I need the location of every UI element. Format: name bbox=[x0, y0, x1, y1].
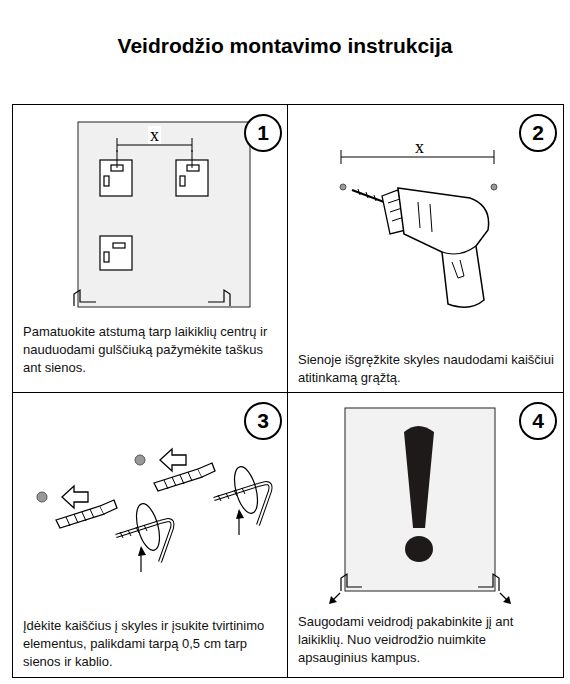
step-number-circle: 2 bbox=[519, 114, 557, 152]
step-instruction: Sienoje išgręžkite skyles naudodami kaiš… bbox=[298, 351, 554, 387]
dimension-label: x bbox=[148, 126, 161, 144]
step-number-circle: 1 bbox=[244, 114, 282, 152]
step-number-circle: 4 bbox=[519, 402, 557, 440]
step-number: 4 bbox=[532, 409, 544, 433]
step-panel: Pamatuokite atstumą tarp laikiklių centr… bbox=[12, 104, 288, 393]
page-title: Veidrodžio montavimo instrukcija bbox=[0, 34, 570, 58]
step-instruction: Saugodami veidrodį pakabinkite jį ant la… bbox=[298, 613, 554, 667]
step-instruction: Įdėkite kaiščius į skyles ir įsukite tvi… bbox=[23, 617, 285, 671]
step-number: 2 bbox=[532, 121, 544, 145]
step-number-circle: 3 bbox=[244, 402, 282, 440]
step-panel: Įdėkite kaiščius į skyles ir įsukite tvi… bbox=[12, 392, 288, 678]
step-instruction: Pamatuokite atstumą tarp laikiklių centr… bbox=[23, 323, 281, 377]
step-number: 3 bbox=[257, 409, 269, 433]
step-number: 1 bbox=[257, 121, 269, 145]
dimension-label: x bbox=[413, 138, 426, 156]
step-panel: Saugodami veidrodį pakabinkite jį ant la… bbox=[287, 392, 564, 678]
